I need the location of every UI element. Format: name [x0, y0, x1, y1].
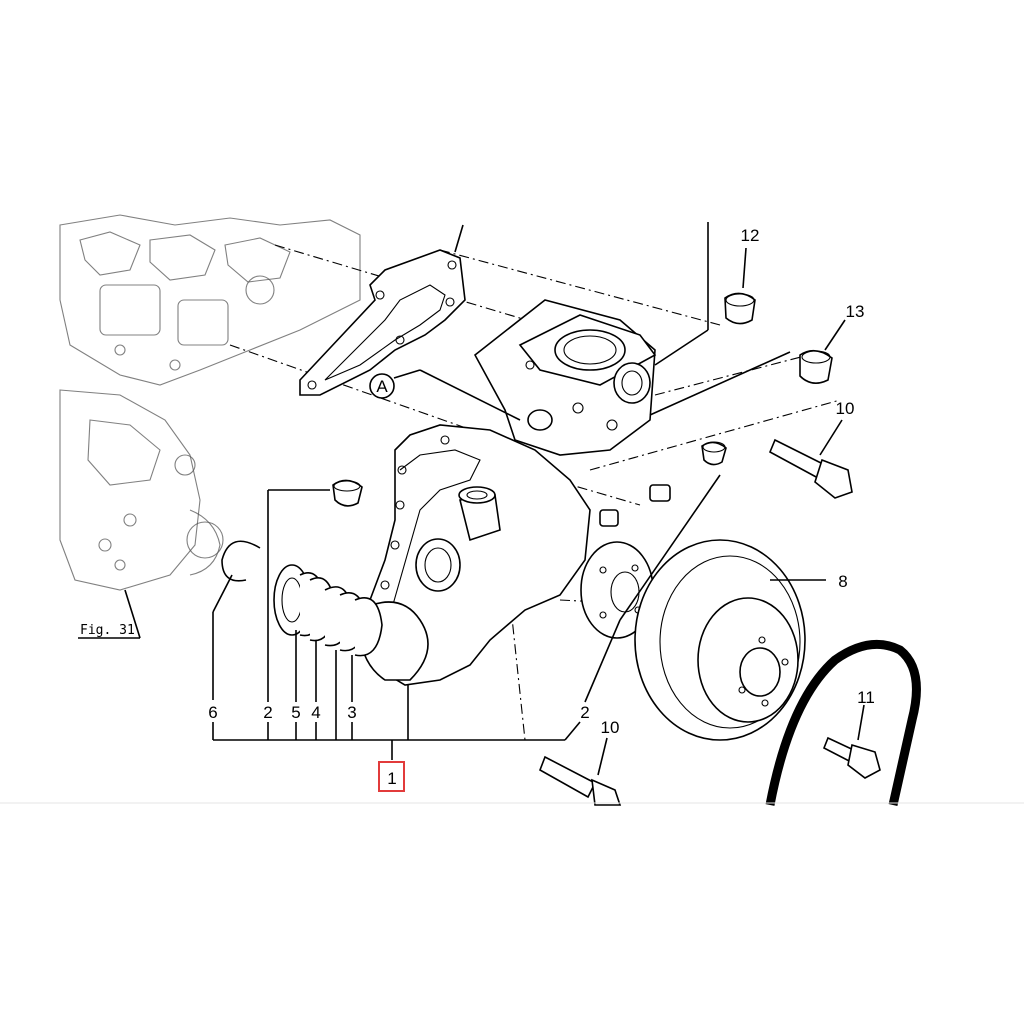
- bolt-10-bottom: [539, 755, 622, 806]
- callout-3: 3: [347, 703, 356, 722]
- callout-5: 5: [291, 703, 300, 722]
- callout-leaders: [78, 222, 865, 776]
- callout-11: 11: [857, 688, 875, 707]
- callout-2-left: 2: [263, 703, 272, 722]
- seal-stack: [273, 564, 383, 657]
- v-belt: [765, 639, 921, 806]
- callout-10-top: 10: [836, 399, 855, 418]
- bolt-11: [822, 736, 881, 779]
- highlight-box: [378, 761, 405, 792]
- figure-reference: Fig. 31: [80, 623, 135, 638]
- bolt-10-top: [768, 438, 853, 499]
- callout-2-right: 2: [580, 703, 589, 722]
- callout-8: 8: [838, 572, 847, 591]
- plug-2-left: [332, 479, 363, 507]
- view-marker-a: A: [369, 373, 395, 399]
- callout-4: 4: [311, 703, 320, 722]
- plug-2-right: [701, 441, 727, 466]
- callout-1: 1: [387, 769, 396, 788]
- view-marker-label: A: [376, 377, 388, 396]
- engine-block-ghost: [59, 214, 361, 591]
- gasket: [299, 249, 466, 396]
- plug-12: [724, 292, 756, 325]
- pulley: [634, 539, 806, 741]
- callout-12: 12: [741, 226, 760, 245]
- thermostat-housing: [473, 299, 657, 456]
- plug-13: [799, 349, 833, 384]
- callout-13: 13: [846, 302, 865, 321]
- callout-6: 6: [208, 703, 217, 722]
- callout-10-bottom: 10: [601, 718, 620, 737]
- snap-ring: [221, 540, 261, 582]
